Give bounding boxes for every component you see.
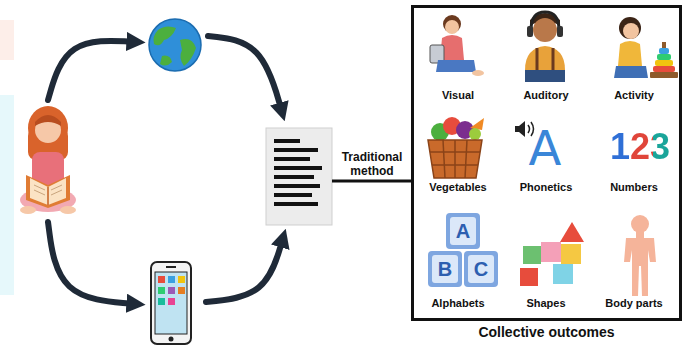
link-line (332, 180, 412, 183)
outcome-label: Auditory (523, 89, 568, 101)
shapes-icon (520, 222, 584, 286)
block-letter: C (468, 256, 494, 282)
outcome-item: Alphabets (414, 195, 502, 311)
outcome-label: Vegetables (429, 181, 486, 193)
outcome-item: Body parts (590, 195, 678, 311)
number-glyphs: 123 (600, 126, 680, 168)
flow-arrow (48, 41, 136, 100)
phonetic-letter: A (525, 122, 565, 174)
outcome-item: Auditory (502, 8, 590, 103)
box-heading: Collective outcomes (404, 324, 689, 340)
document (266, 128, 332, 225)
outcome-item: Vegetables (414, 103, 502, 195)
outcome-label: Body parts (605, 297, 662, 309)
activity-icon (614, 17, 678, 78)
outcome-label: Numbers (610, 181, 658, 193)
outcome-item: Shapes (502, 195, 590, 311)
auditory-icon (525, 12, 565, 82)
background-strip (0, 20, 14, 60)
block-letter: B (432, 256, 458, 282)
outcome-item: Activity (590, 8, 678, 103)
block-letter: A (450, 218, 476, 244)
link-label: Traditional method (333, 150, 411, 178)
body-icon (624, 215, 656, 296)
phone (151, 262, 191, 344)
outcome-label: Alphabets (431, 297, 484, 309)
outcome-label: Activity (614, 89, 654, 101)
outcome-label: Visual (442, 89, 474, 101)
background-strip (0, 95, 14, 295)
outcome-item: Visual (414, 8, 502, 103)
flow-arrow (48, 222, 136, 304)
reading-girl (20, 106, 76, 214)
flow-arrow (208, 36, 282, 112)
outcome-label: Shapes (526, 297, 565, 309)
visual-icon (430, 15, 484, 76)
globe (149, 19, 201, 71)
outcome-label: Phonetics (520, 181, 573, 193)
flow-arrow (206, 238, 283, 302)
vegetables-icon (428, 117, 484, 178)
alphabet-blocks (428, 213, 498, 287)
